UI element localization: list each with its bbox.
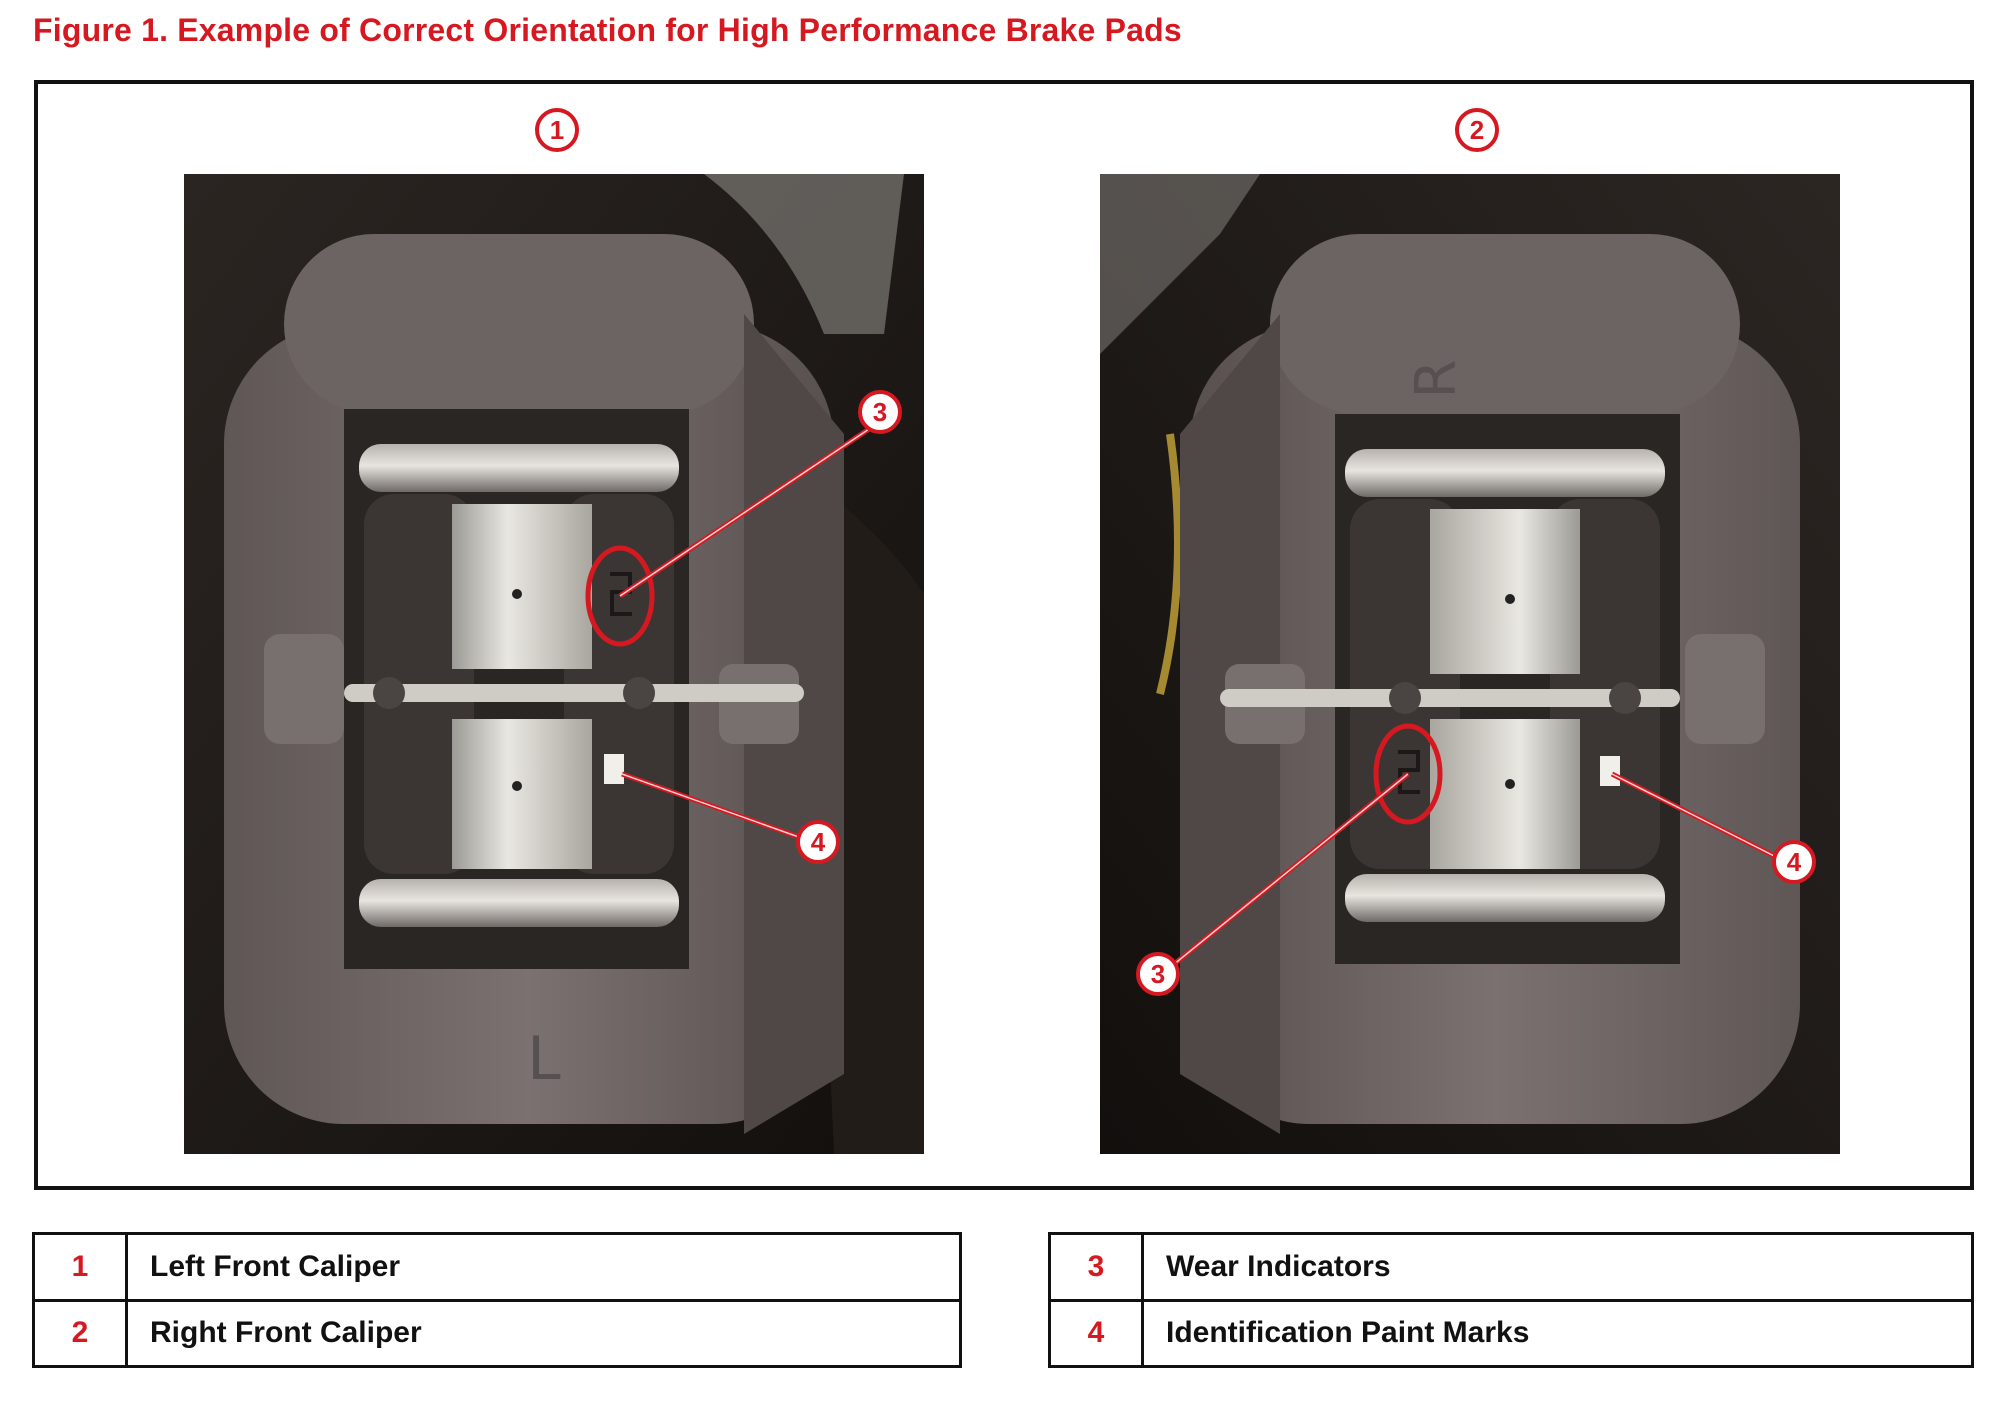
legend-label: Identification Paint Marks: [1141, 1298, 1974, 1368]
left-caliper-marking: L: [527, 1024, 561, 1094]
legend-number: 4: [1048, 1298, 1144, 1368]
left-front-caliper-photo: L 3 4: [184, 174, 924, 1154]
panel-2-number-badge: 2: [1455, 108, 1499, 152]
figure-title: Figure 1. Example of Correct Orientation…: [33, 12, 1182, 48]
legend-number: 1: [32, 1232, 128, 1302]
legend-row: 3 Wear Indicators: [1048, 1232, 1974, 1302]
legend-label: Wear Indicators: [1141, 1232, 1974, 1302]
right-wear-indicator-callout: 3: [1136, 952, 1180, 996]
legend-row: 4 Identification Paint Marks: [1048, 1298, 1974, 1368]
left-caliper-illustration: L: [184, 174, 924, 1154]
figure-frame: [34, 80, 1974, 1190]
left-wear-indicator-callout: 3: [858, 390, 902, 434]
right-front-caliper-photo: R 3 4: [1100, 174, 1840, 1154]
legend-label: Right Front Caliper: [125, 1298, 962, 1368]
left-paint-mark-callout: 4: [796, 820, 840, 864]
legend-number: 2: [32, 1298, 128, 1368]
right-paint-mark-callout: 4: [1772, 840, 1816, 884]
panel-1-number-badge: 1: [535, 108, 579, 152]
right-caliper-marking: R: [1404, 360, 1469, 399]
right-caliper-illustration: R: [1100, 174, 1840, 1154]
legend-label: Left Front Caliper: [125, 1232, 962, 1302]
legend-row: 1 Left Front Caliper: [32, 1232, 962, 1302]
legend-row: 2 Right Front Caliper: [32, 1298, 962, 1368]
legend-number: 3: [1048, 1232, 1144, 1302]
legend-table-left: 1 Left Front Caliper 2 Right Front Calip…: [32, 1232, 962, 1368]
legend-table-right: 3 Wear Indicators 4 Identification Paint…: [1048, 1232, 1974, 1368]
